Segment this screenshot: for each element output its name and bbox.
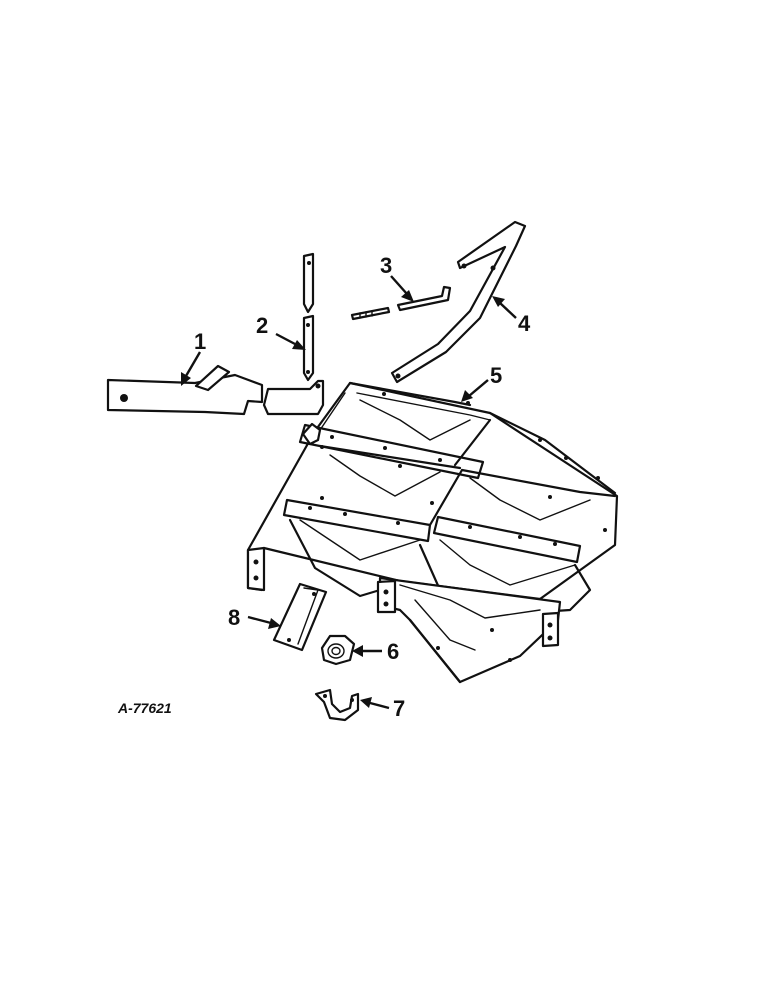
callout-6: 6 — [387, 639, 399, 664]
part-7-clip — [314, 688, 360, 722]
part-1-drawbar — [106, 364, 325, 416]
callout-8: 8 — [228, 605, 240, 630]
leader-arrows — [181, 275, 517, 710]
callout-5: 5 — [490, 363, 502, 388]
part-6-bushing — [320, 634, 356, 666]
callout-labels: 1 2 3 4 5 6 7 8 — [194, 253, 531, 721]
callout-2: 2 — [256, 313, 268, 338]
part-4-brace — [390, 220, 527, 384]
callout-3: 3 — [380, 253, 392, 278]
part-8-channel — [272, 582, 328, 652]
callout-4: 4 — [518, 311, 531, 336]
callout-7: 7 — [393, 696, 405, 721]
callout-1: 1 — [194, 329, 206, 354]
part-3-pins — [350, 285, 452, 321]
figure-reference: A-77621 — [117, 700, 172, 716]
part-5-frame — [246, 381, 619, 684]
part-2-links — [302, 252, 315, 382]
